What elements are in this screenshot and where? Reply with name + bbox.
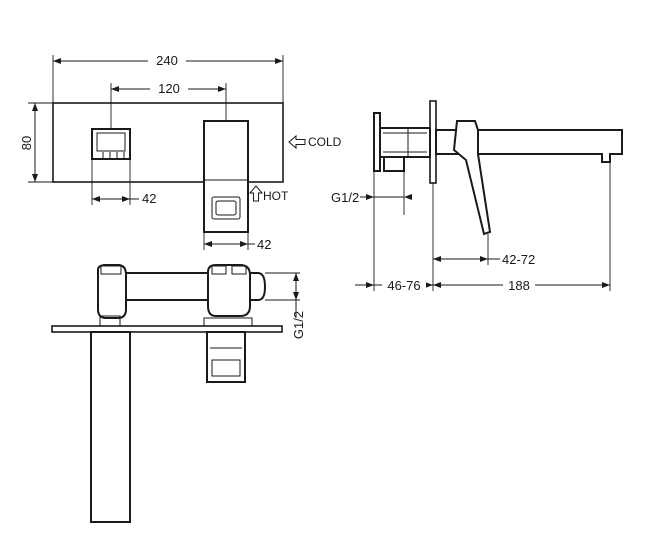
wall-plate-edge xyxy=(51,325,283,333)
lever-handle xyxy=(452,120,492,236)
arrow-left-outline-icon xyxy=(288,134,306,150)
dim-thread-side: G1/2 xyxy=(331,190,359,205)
mixer-handle-top xyxy=(206,331,246,383)
cold-label: COLD xyxy=(308,135,342,149)
cartridge-block xyxy=(207,264,251,317)
dim-thread-front: G1/2 xyxy=(291,311,306,339)
dim-body-depth: 46-76 xyxy=(387,278,420,293)
hot-label: HOT xyxy=(263,189,289,203)
dim-plate-width: 240 xyxy=(156,53,178,68)
arrow-up-outline-icon xyxy=(248,185,264,202)
dim-handle-depth: 42-72 xyxy=(502,252,535,267)
dim-handle-width: 42 xyxy=(257,237,271,252)
dim-inlet-width: 42 xyxy=(142,191,156,206)
diverter-block xyxy=(97,264,127,319)
spout-top xyxy=(90,331,131,523)
mixer-handle-front xyxy=(203,120,249,233)
dim-plate-height: 80 xyxy=(19,136,34,150)
dim-spout-reach: 188 xyxy=(508,278,530,293)
top-view: G1/2 xyxy=(51,264,306,523)
wall-plate xyxy=(52,102,284,183)
front-view: 240 120 80 42 42 COLD HOT xyxy=(19,51,342,252)
side-view: G1/2 42-72 46-76 188 xyxy=(331,100,623,293)
dim-outlet-spacing: 120 xyxy=(158,81,180,96)
